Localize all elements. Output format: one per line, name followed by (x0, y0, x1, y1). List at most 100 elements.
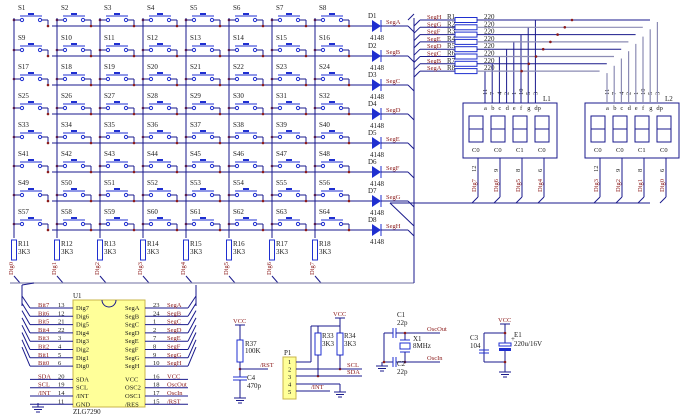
push-switch: S36 (141, 121, 179, 145)
push-switch: S3 (98, 4, 136, 28)
switch-actuator (200, 159, 206, 161)
pin-net: Bit4 (38, 327, 50, 334)
switch-actuator (200, 101, 206, 103)
pin-number: 8 (637, 169, 644, 172)
segment-label: g (649, 105, 653, 112)
switch-contact (105, 17, 111, 23)
push-switch: S51 (98, 179, 136, 203)
switch-contact (295, 221, 301, 227)
pin-number: 24 (153, 310, 160, 317)
pin-name: VCC (125, 376, 138, 383)
seven-segment-display: L111a7b4c2d1e10f5g3dpC012Dig7C09Dig6C18D… (462, 20, 558, 204)
resistor-ref: R12 (61, 240, 73, 248)
switch-label: S16 (319, 34, 330, 42)
resistor-body (97, 239, 103, 261)
switch-actuator (200, 72, 206, 74)
switch-contact (19, 221, 25, 227)
switch-actuator (157, 72, 163, 74)
resistor-ref: R8 (447, 64, 456, 72)
switch-contact (338, 76, 344, 82)
osc-out-net: OscOut (427, 326, 447, 333)
pin-number: 16 (153, 373, 160, 380)
digit-net-label: Dig0 (659, 179, 666, 192)
switch-contact (148, 221, 154, 227)
diode-ref: D3 (368, 71, 377, 79)
digit-net-label: Dig3 (137, 262, 144, 275)
switch-contact (80, 134, 86, 140)
pin-net: SegD (167, 327, 182, 334)
switch-label: S7 (276, 4, 284, 12)
resistor-ref: R6 (447, 50, 456, 58)
junction-dot (175, 199, 179, 203)
wire (407, 200, 415, 208)
switch-label: S49 (18, 179, 29, 187)
switch-actuator (28, 159, 34, 161)
switch-contact (252, 134, 258, 140)
wire (413, 19, 421, 27)
push-switch: S26 (55, 92, 93, 116)
push-switch: S11 (98, 34, 136, 58)
wire (471, 196, 479, 204)
push-switch: S1 (12, 4, 50, 28)
segment-label: b (491, 105, 494, 112)
wire (21, 303, 31, 317)
switch-contact (209, 134, 215, 140)
switch-contact (37, 17, 43, 23)
junction-dot (527, 62, 531, 66)
switch-contact (123, 105, 129, 111)
pin-number: 18 (153, 382, 160, 389)
pin-number: 6 (537, 168, 544, 172)
push-switch: S34 (55, 121, 93, 145)
switch-contact (148, 76, 154, 82)
resistor-value: 220 (484, 20, 495, 28)
pin-net: Bit0 (38, 360, 49, 367)
pin-name: Dig7 (76, 305, 90, 312)
switch-actuator (329, 217, 335, 219)
junction-dot (89, 170, 93, 174)
push-switch: S2 (55, 4, 93, 28)
connector-pin: 5 (288, 389, 291, 396)
switch-label: S6 (233, 4, 241, 12)
junction-dot (563, 26, 567, 29)
resistor-ref: R37 (245, 340, 257, 348)
seg-net-label: SegD (427, 43, 442, 50)
capacitor-ref: C3 (470, 334, 479, 342)
switch-actuator (114, 13, 120, 15)
junction-dot (304, 112, 308, 116)
pin-net: SDA (38, 373, 51, 380)
switch-contact (209, 76, 215, 82)
resistor-ref: R11 (18, 240, 30, 248)
junction-dot (89, 228, 93, 232)
pin-number: 3 (58, 335, 61, 342)
switch-contact (252, 105, 258, 111)
junction-dot (46, 170, 50, 174)
push-switch: S49 (12, 179, 50, 203)
push-switch: S64 (313, 208, 351, 232)
digit-net-label: Dig5 (223, 262, 230, 275)
junction-dot (218, 199, 222, 203)
resistor-ref: R3 (447, 28, 456, 36)
junction-dot (132, 199, 136, 203)
connector-pin: 4 (288, 382, 292, 389)
push-switch: S9 (12, 34, 50, 58)
switch-contact (166, 192, 172, 198)
common-label: C0 (594, 147, 602, 154)
push-switch: S8 (313, 4, 351, 28)
push-switch: S37 (184, 121, 222, 145)
diode-part: 4148 (370, 122, 385, 130)
wire (13, 275, 21, 284)
switch-contact (37, 221, 43, 227)
switch-actuator (114, 72, 120, 74)
push-switch: S59 (98, 208, 136, 232)
switch-contact (191, 192, 197, 198)
common-label: C0 (538, 147, 546, 154)
push-switch: S32 (313, 92, 351, 116)
switch-contact (252, 17, 258, 23)
junction-dot (218, 54, 222, 58)
switch-contact (105, 192, 111, 198)
switch-contact (277, 221, 283, 227)
